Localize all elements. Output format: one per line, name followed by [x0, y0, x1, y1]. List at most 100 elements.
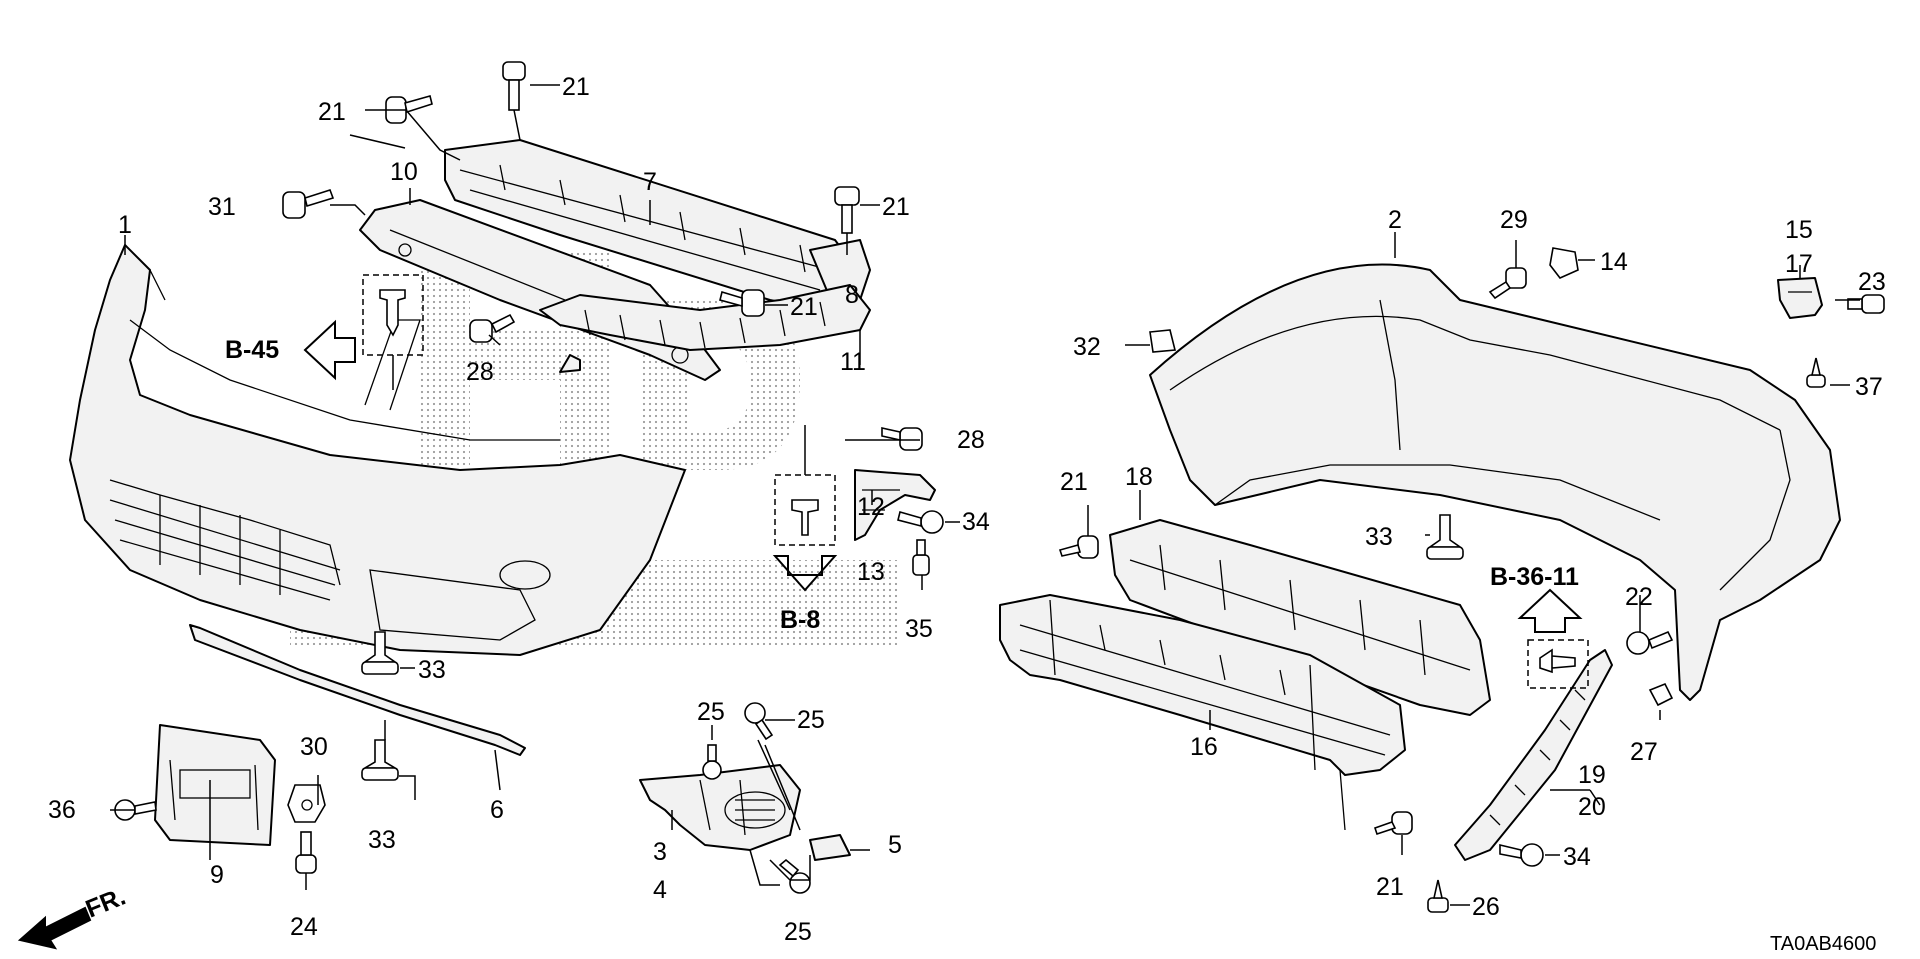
- leader-lines: [110, 84, 1860, 906]
- callout-15: 15: [1785, 216, 1813, 244]
- callout-21d: 21: [790, 293, 818, 321]
- fasteners: [114, 61, 1885, 913]
- callout-30: 30: [300, 733, 328, 761]
- clip-27-icon: [1648, 682, 1674, 707]
- screw-34a-icon: [897, 510, 944, 534]
- direction-label: FR.: [82, 883, 130, 924]
- callout-32: 32: [1073, 333, 1101, 361]
- callout-24: 24: [290, 913, 318, 941]
- clip-35-icon: [912, 539, 930, 576]
- callout-21f: 21: [1376, 873, 1404, 901]
- callout-22: 22: [1625, 583, 1653, 611]
- callout-35: 35: [905, 615, 933, 643]
- callout-26: 26: [1472, 893, 1500, 921]
- callout-27: 27: [1630, 738, 1658, 766]
- callout-1: 1: [118, 211, 132, 239]
- callout-25b: 25: [797, 706, 825, 734]
- callout-34a: 34: [962, 508, 990, 536]
- callout-6: 6: [490, 796, 504, 824]
- callout-21a: 21: [318, 98, 346, 126]
- detail-box-clip-front: [362, 274, 424, 390]
- callout-3: 3: [653, 838, 667, 866]
- screw-22-icon: [1626, 630, 1674, 655]
- callout-21c: 21: [882, 193, 910, 221]
- license-plate-base: [154, 724, 276, 846]
- screw-25c-icon: [778, 858, 811, 894]
- bolt-28b-icon: [881, 427, 923, 451]
- front-arrow-icon: [17, 906, 92, 950]
- callout-14: 14: [1600, 248, 1628, 276]
- callout-37: 37: [1855, 373, 1883, 401]
- bolt-21c-icon: [834, 186, 860, 234]
- clip-33a-icon: [361, 631, 399, 675]
- callout-21b: 21: [562, 73, 590, 101]
- front-side-bracket: [854, 469, 936, 541]
- clip-26-icon: [1427, 879, 1449, 913]
- front-side-spacer: [539, 284, 871, 373]
- ref-b3611[interactable]: B-36-11: [1490, 563, 1579, 591]
- screw-34b-icon: [1499, 843, 1544, 867]
- nut-14-icon: [1549, 247, 1579, 279]
- clip-37-icon: [1806, 357, 1826, 388]
- callout-16: 16: [1190, 733, 1218, 761]
- ref-arrow-b8: [772, 555, 838, 592]
- bolt-21e-icon: [1058, 535, 1099, 559]
- callout-5: 5: [888, 831, 902, 859]
- callout-10: 10: [390, 158, 418, 186]
- callout-17: 17: [1785, 250, 1813, 278]
- screw-25b-icon: [744, 702, 774, 741]
- nut-30-icon: [287, 784, 326, 823]
- callout-23: 23: [1858, 268, 1886, 296]
- callout-29: 29: [1500, 206, 1528, 234]
- bolt-28a-icon: [469, 313, 516, 343]
- callout-20: 20: [1578, 793, 1606, 821]
- bolt-21f-icon: [1373, 811, 1413, 836]
- clip-33c-icon: [1426, 514, 1464, 560]
- bolt-31-icon: [282, 189, 335, 219]
- callout-33a: 33: [418, 656, 446, 684]
- ref-b45[interactable]: B-45: [225, 336, 279, 364]
- front-direction-indicator: FR.: [17, 883, 130, 950]
- callout-12: 12: [857, 493, 885, 521]
- callout-2: 2: [1388, 206, 1402, 234]
- detail-box-clip-rear: [1527, 639, 1589, 689]
- bolt-21b-icon: [502, 61, 526, 111]
- rear-beam: [999, 594, 1406, 831]
- callout-labels: 1 2 3 4 5 6 7 8 9 10 11 12 13 14 15 16 1…: [48, 73, 1886, 946]
- callout-33b: 33: [368, 826, 396, 854]
- bolt-23-icon: [1847, 294, 1885, 314]
- callout-11: 11: [840, 348, 866, 376]
- callout-25a: 25: [697, 698, 725, 726]
- rear-side-spacer: [1454, 649, 1613, 861]
- ref-b8[interactable]: B-8: [780, 606, 820, 634]
- rear-bumper-face: [1149, 263, 1841, 701]
- bolt-24-icon: [295, 831, 317, 874]
- callout-33c: 33: [1365, 523, 1393, 551]
- ref-arrow-b3611: [1517, 588, 1583, 633]
- callout-9: 9: [210, 861, 224, 889]
- callout-28b: 28: [957, 426, 985, 454]
- callout-31: 31: [208, 193, 236, 221]
- callout-36: 36: [48, 796, 76, 824]
- lower-spoiler: [189, 624, 526, 756]
- callout-8: 8: [845, 281, 859, 309]
- detail-box-bolt-b8: [774, 425, 836, 546]
- callout-25c: 25: [784, 918, 812, 946]
- front-beam: [444, 139, 871, 311]
- ref-arrow-b45: [303, 319, 356, 381]
- diagram-code: TA0AB4600: [1770, 933, 1876, 955]
- bolt-21d-icon: [719, 289, 765, 317]
- callout-34b: 34: [1563, 843, 1591, 871]
- callout-7: 7: [643, 168, 657, 196]
- clip-33b-icon: [361, 739, 399, 781]
- side-bracket-15-17: [1777, 277, 1823, 319]
- callout-18: 18: [1125, 463, 1153, 491]
- callout-28a: 28: [466, 358, 494, 386]
- front-bumper-face: [69, 244, 686, 656]
- callout-19: 19: [1578, 761, 1606, 789]
- clip-32-icon: [1149, 329, 1177, 353]
- rear-absorber: [1109, 519, 1491, 716]
- bolt-29-icon: [1488, 267, 1527, 300]
- callout-13: 13: [857, 558, 885, 586]
